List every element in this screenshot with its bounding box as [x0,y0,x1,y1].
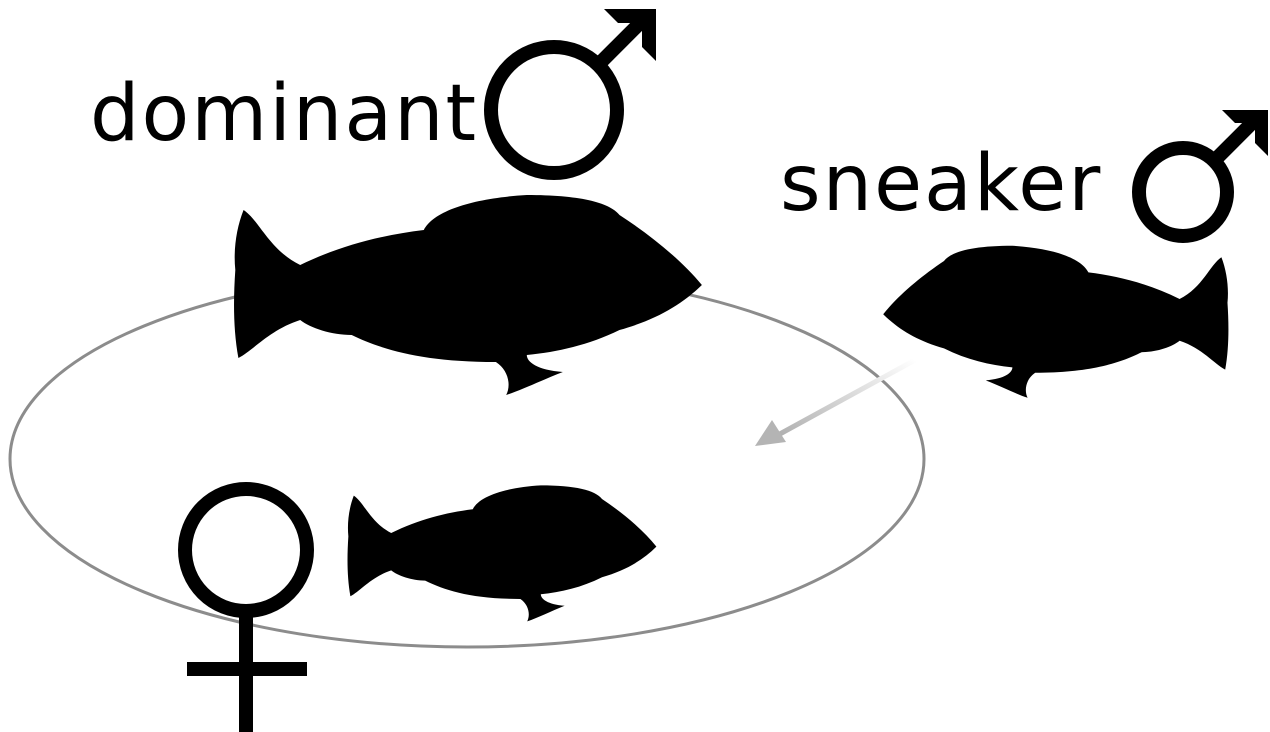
female-symbol-icon [185,489,307,732]
sneak-arrow [755,360,915,446]
dominant-male-symbol-icon [491,9,656,173]
dominant-male-fish [234,195,702,395]
sneaker-male-fish [883,246,1228,398]
sneaker-label: sneaker [780,139,1102,229]
female-fish [348,485,657,621]
sneaker-male-symbol-icon [1139,110,1268,236]
dominant-label: dominant [90,69,478,159]
